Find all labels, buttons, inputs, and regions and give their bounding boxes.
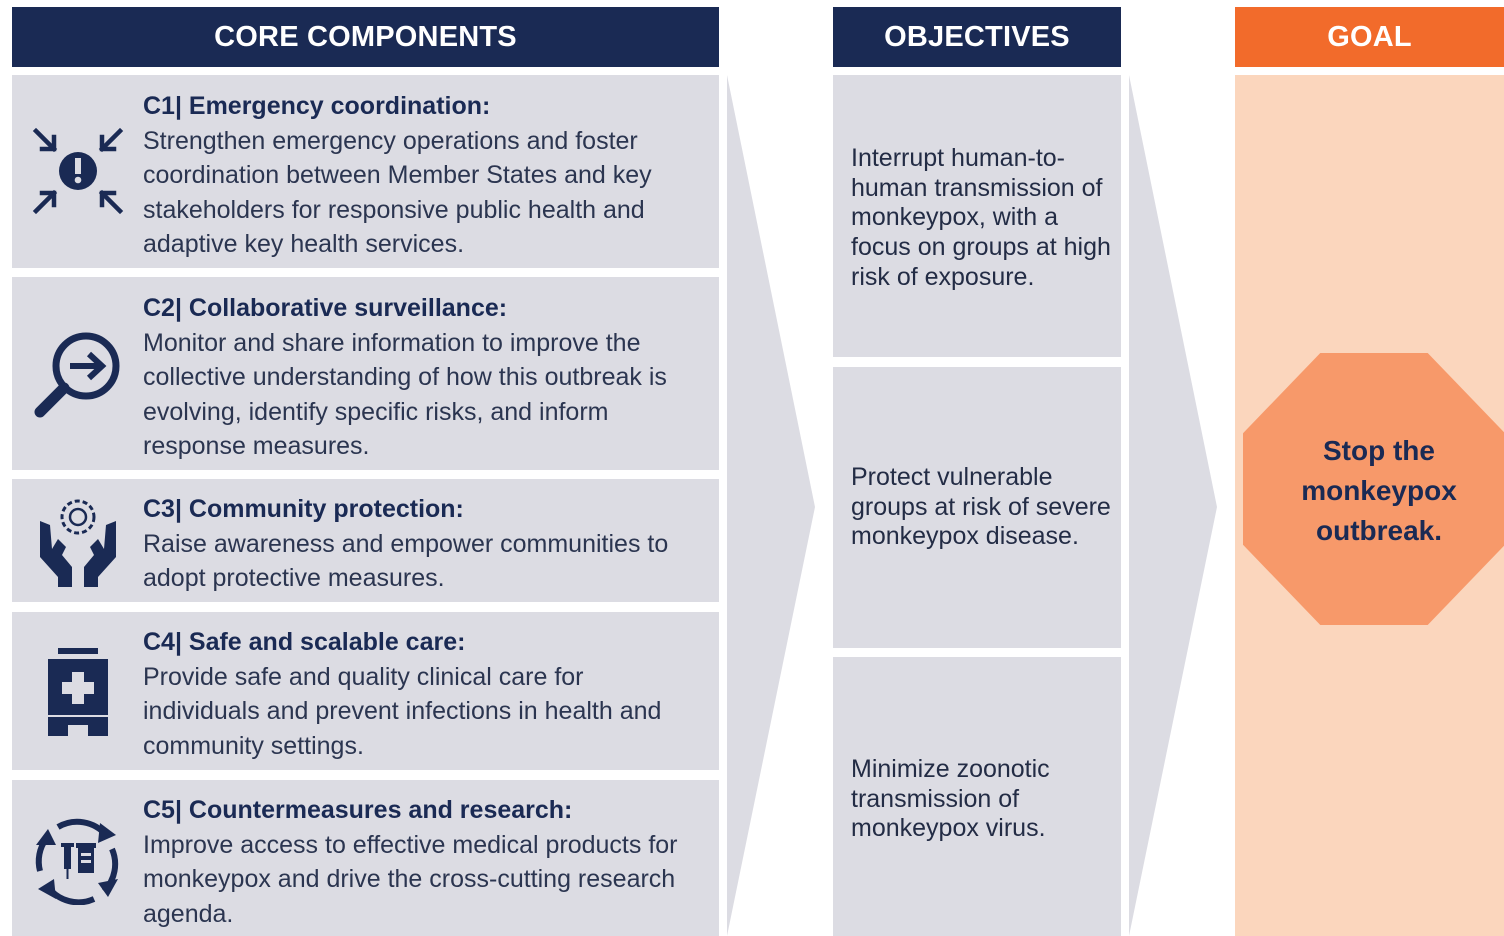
- objective-2: Protect vulnerable groups at risk of sev…: [833, 367, 1121, 648]
- converging-arrows-alert-icon: [32, 125, 124, 217]
- arrow-to-goal: [1129, 75, 1217, 936]
- component-c1: C1| Emergency coordination: Strengthen e…: [12, 75, 719, 268]
- component-description: Monitor and share information to improve…: [143, 328, 667, 461]
- objective-text: Minimize zoonotic transmission of monkey…: [851, 755, 1050, 843]
- component-title: C2| Collaborative surveillance:: [143, 294, 508, 322]
- objective-3: Minimize zoonotic transmission of monkey…: [833, 657, 1121, 936]
- component-c3: C3| Community protection: Raise awarenes…: [12, 479, 719, 602]
- component-c4: C4| Safe and scalable care: Provide safe…: [12, 612, 719, 770]
- component-title: C1| Emergency coordination:: [143, 92, 491, 120]
- objective-text: Interrupt human-to-human transmission of…: [851, 144, 1111, 291]
- component-c5: C5| Countermeasures and research: Improv…: [12, 780, 719, 936]
- arrow-to-objectives: [727, 75, 815, 936]
- component-title: C5| Countermeasures and research:: [143, 796, 573, 824]
- objective-1: Interrupt human-to-human transmission of…: [833, 75, 1121, 357]
- component-description: Strengthen emergency operations and fost…: [143, 126, 652, 259]
- hospital-icon: [32, 645, 124, 737]
- objective-text: Protect vulnerable groups at risk of sev…: [851, 463, 1111, 551]
- goal-header: GOAL: [1235, 7, 1504, 67]
- component-description: Provide safe and quality clinical care f…: [143, 662, 662, 760]
- core-components-header: CORE COMPONENTS: [12, 7, 719, 67]
- component-description: Improve access to effective medical prod…: [143, 830, 678, 928]
- component-title: C4| Safe and scalable care:: [143, 628, 466, 656]
- hands-protecting-virus-icon: [32, 495, 124, 587]
- objectives-header: OBJECTIVES: [833, 7, 1121, 67]
- goal-octagon: [1243, 353, 1504, 625]
- cycle-vaccine-icon: [32, 813, 124, 906]
- component-c2: C2| Collaborative surveillance: Monitor …: [12, 277, 719, 470]
- component-description: Raise awareness and empower communities …: [143, 529, 669, 593]
- component-title: C3| Community protection:: [143, 495, 464, 523]
- magnifier-arrow-icon: [32, 327, 124, 419]
- goal-text: Stop the monkeypox outbreak.: [1301, 435, 1457, 546]
